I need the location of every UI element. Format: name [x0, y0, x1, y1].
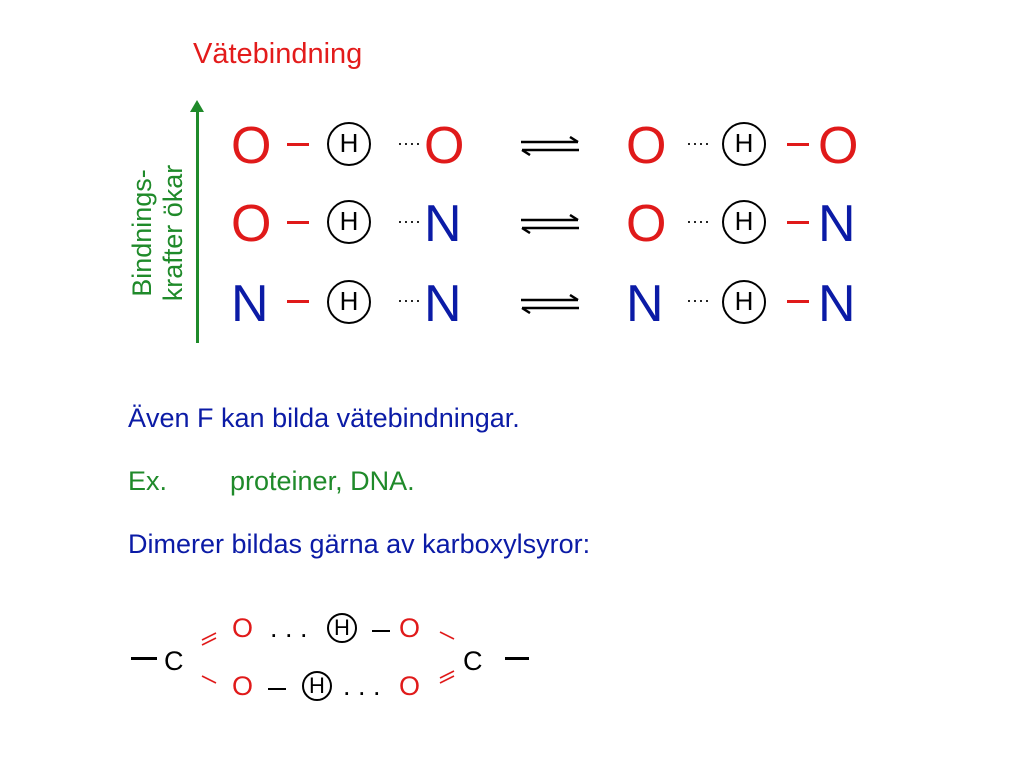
dimer-top-dots: . . . — [270, 613, 308, 643]
axis-label: Bindnings- krafter ökar — [108, 148, 208, 318]
row2-right-dots: ···· — [686, 211, 710, 231]
row2-left-atom1: O — [231, 195, 272, 253]
row2-right-atom2: N — [818, 195, 856, 253]
row3-left-dots: ···· — [397, 290, 421, 310]
row2-right-bond — [787, 221, 809, 224]
row2-left-bond — [287, 221, 309, 224]
axis-arrow-line — [196, 103, 199, 343]
dimer-left-bond — [131, 657, 157, 660]
row1-left-dots: ···· — [397, 133, 421, 153]
axis-label-line1: Bindnings- — [127, 169, 157, 297]
row3-right-h: H — [722, 280, 766, 324]
row1-right-bond — [787, 143, 809, 146]
dimer-top-h: H — [327, 613, 357, 643]
dimer-right-carbon: C — [463, 646, 483, 676]
dimer-left-bonds — [201, 632, 217, 684]
row3-equilibrium-arrows — [521, 294, 579, 314]
dimer-bottom-h: H — [302, 671, 332, 701]
dimer-top-o2: O — [399, 613, 421, 643]
dimer-top-o1: O — [232, 613, 254, 643]
dimer-right-bonds — [439, 631, 455, 684]
row1-left-bond — [287, 143, 309, 146]
row3-left-atom1: N — [231, 275, 269, 333]
row1-left-atom2: O — [424, 117, 465, 175]
dimer-bottom-o2: O — [399, 671, 421, 701]
row3-left-h: H — [327, 280, 371, 324]
row1-right-atom1: O — [626, 117, 667, 175]
dimer-left-carbon: C — [164, 646, 184, 676]
text-line-dimers: Dimerer bildas gärna av karboxylsyror: — [128, 529, 591, 559]
page-title: Vätebindning — [193, 38, 363, 70]
dimer-bottom-o1: O — [232, 671, 254, 701]
row2-left-atom2: N — [424, 195, 462, 253]
row3-right-atom2: N — [818, 275, 856, 333]
dimer-bottom-dots: . . . — [343, 671, 381, 701]
row2-left-dots: ···· — [397, 211, 421, 231]
text-examples: proteiner, DNA. — [230, 466, 415, 496]
row3-right-dots: ···· — [686, 290, 710, 310]
row1-equilibrium-arrows — [521, 136, 579, 156]
row1-left-atom1: O — [231, 117, 272, 175]
row1-right-h: H — [722, 122, 766, 166]
dimer-bottom-bond — [268, 688, 286, 690]
row3-right-bond — [787, 300, 809, 303]
row1-left-h: H — [327, 122, 371, 166]
row3-left-atom2: N — [424, 275, 462, 333]
text-ex-label: Ex. — [128, 466, 168, 496]
row3-left-bond — [287, 300, 309, 303]
row2-right-atom1: O — [626, 195, 667, 253]
dimer-right-bond — [505, 657, 529, 660]
row1-right-dots: ···· — [686, 133, 710, 153]
text-line-fluorine: Även F kan bilda vätebindningar. — [128, 403, 520, 433]
axis-arrow-head — [190, 100, 204, 112]
axis-label-line2: krafter ökar — [158, 164, 188, 302]
row2-right-h: H — [722, 200, 766, 244]
row2-equilibrium-arrows — [521, 214, 579, 234]
dimer-top-bond — [372, 630, 390, 632]
row1-right-atom2: O — [818, 117, 859, 175]
row3-right-atom1: N — [626, 275, 664, 333]
row2-left-h: H — [327, 200, 371, 244]
